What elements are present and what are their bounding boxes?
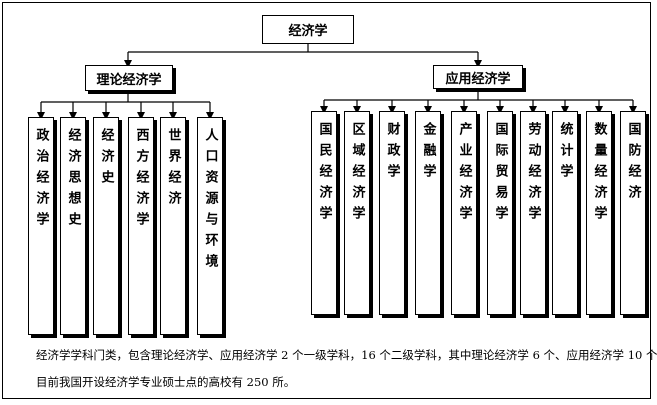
leaf-label: 数量经济学	[591, 122, 607, 227]
leaf-node-defense-economics: 国防经济	[620, 111, 646, 315]
leaf-label: 金融学	[420, 122, 436, 185]
leaf-label: 西方经济学	[133, 128, 149, 233]
leaf-label: 经济思想史	[65, 128, 81, 233]
leaf-node-economic-history: 经济史	[93, 117, 119, 335]
leaf-node-population-resources-environment: 人口资源与环境	[197, 117, 223, 335]
leaf-label: 世界经济	[165, 128, 181, 212]
leaf-node-labor-economics: 劳动经济学	[520, 111, 546, 315]
caption-line-2: 目前我国开设经济学专业硕士点的高校有 250 所。	[36, 375, 296, 389]
leaf-node-international-trade: 国际贸易学	[487, 111, 513, 315]
leaf-label: 劳动经济学	[525, 122, 541, 227]
leaf-label: 产业经济学	[456, 122, 472, 227]
leaf-label: 国民经济学	[316, 122, 332, 227]
leaf-node-world-economy: 世界经济	[160, 117, 186, 335]
leaf-node-statistics: 统计学	[552, 111, 578, 315]
leaf-label: 国防经济	[625, 122, 641, 206]
leaf-label: 区域经济学	[349, 122, 365, 227]
leaf-node-regional-economics: 区域经济学	[344, 111, 370, 315]
leaf-node-finance: 金融学	[415, 111, 441, 315]
leaf-node-industrial-economics: 产业经济学	[451, 111, 477, 315]
leaf-node-political-economy: 政治经济学	[28, 117, 54, 335]
leaf-label: 政治经济学	[33, 128, 49, 233]
branch-node-theoretical-economics: 理论经济学	[85, 65, 173, 91]
leaf-node-western-economics: 西方经济学	[128, 117, 154, 335]
root-node-label: 经济学	[288, 24, 328, 39]
leaf-label: 统计学	[557, 122, 573, 185]
branch-label: 理论经济学	[96, 72, 162, 88]
leaf-node-history-of-economic-thought: 经济思想史	[60, 117, 86, 335]
branch-node-applied-economics: 应用经济学	[433, 65, 523, 89]
caption-line-1: 经济学学科门类，包含理论经济学、应用经济学 2 个一级学科，16 个二级学科，其…	[36, 348, 657, 362]
leaf-label: 人口资源与环境	[202, 128, 218, 275]
leaf-node-quantitative-economics: 数量经济学	[586, 111, 612, 315]
leaf-label: 经济史	[98, 128, 114, 191]
leaf-node-public-finance: 财政学	[379, 111, 405, 315]
branch-label: 应用经济学	[445, 71, 511, 87]
leaf-node-national-economics: 国民经济学	[311, 111, 337, 315]
leaf-label: 财政学	[384, 122, 400, 185]
diagram-frame	[2, 2, 651, 399]
root-node: 经济学	[262, 15, 354, 44]
leaf-label: 国际贸易学	[492, 122, 508, 227]
